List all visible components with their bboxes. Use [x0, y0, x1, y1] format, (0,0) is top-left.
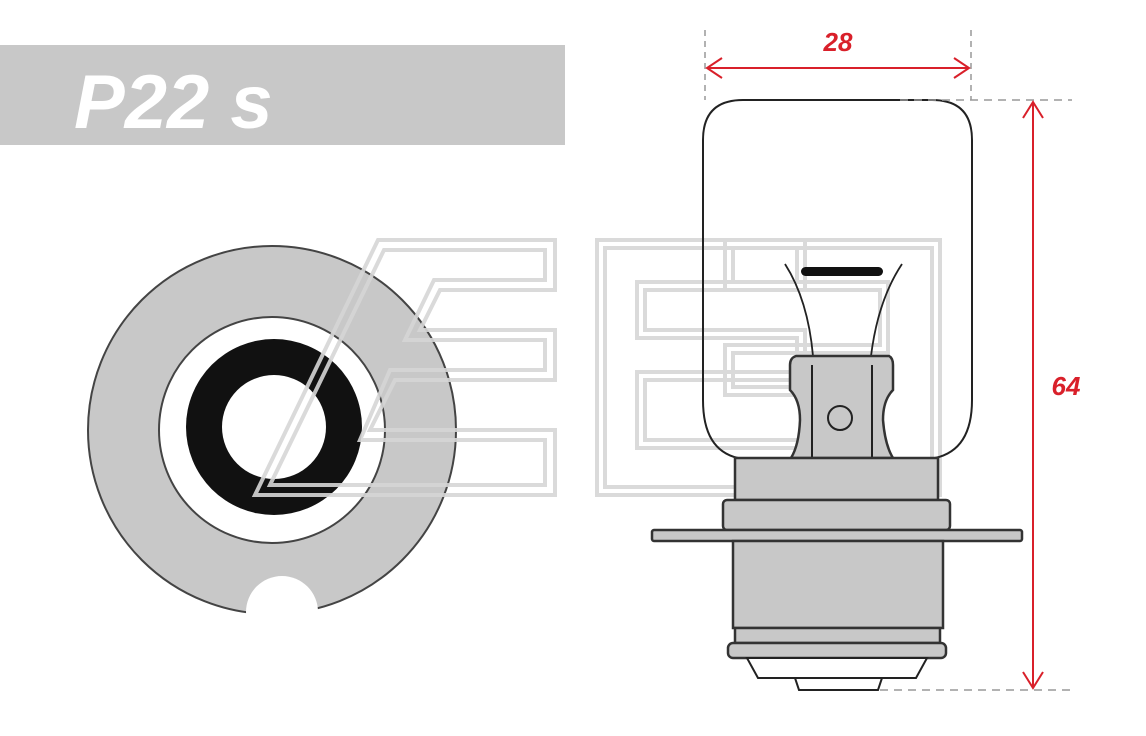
base-groove [733, 626, 942, 645]
bulb-side-view [650, 99, 1024, 691]
filament-lead-left [784, 263, 814, 357]
width-label: 28 [823, 27, 853, 57]
base-end-view [87, 245, 457, 648]
title-bar [0, 45, 565, 145]
title-banner: P22 s [0, 45, 565, 145]
base-upper-ring [721, 498, 952, 532]
arrow-left-icon [705, 57, 723, 79]
width-dimension [704, 30, 972, 100]
rivet [827, 405, 853, 431]
filament-lead-right [870, 263, 903, 357]
prefocus-flange [650, 528, 1024, 543]
base-body [731, 539, 945, 630]
insulator [745, 657, 929, 679]
arrow-up-icon [1022, 100, 1044, 119]
glass-envelope [702, 99, 973, 459]
filament [801, 267, 883, 276]
base-collar [733, 456, 940, 502]
height-dimension [880, 99, 1072, 691]
arrow-down-icon [1022, 671, 1044, 690]
base-notch [246, 576, 318, 648]
base-type-title: P22 s [74, 60, 273, 145]
bottom-contact [793, 677, 884, 691]
arrow-right-icon [953, 57, 971, 79]
center-contact [222, 375, 326, 479]
height-label: 64 [1052, 371, 1081, 401]
base-lip [726, 641, 948, 660]
